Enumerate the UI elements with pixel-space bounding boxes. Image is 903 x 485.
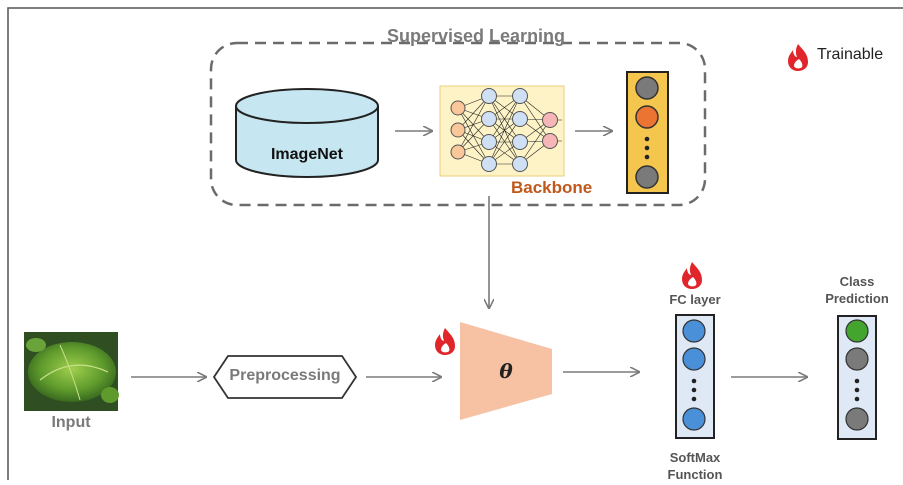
input-leaf-image xyxy=(24,332,119,411)
softmax-label-line1: SoftMax xyxy=(669,450,721,465)
outer-frame xyxy=(7,7,903,480)
softmax-label-line2: Function xyxy=(667,467,723,482)
theta-label: θ xyxy=(499,359,513,383)
backbone-network-icon xyxy=(439,85,565,177)
class-prediction-label-line2: Prediction xyxy=(825,291,889,306)
supervised-learning-box xyxy=(209,41,707,207)
fc-flame-icon xyxy=(682,262,702,289)
class-prediction-column xyxy=(837,315,877,440)
preprocessing-label: Preprocessing xyxy=(229,367,341,384)
class-prediction-label-line1: Class xyxy=(839,274,875,289)
fc-layer-label: FC layer xyxy=(669,292,721,307)
supervised-learning-title: Supervised Learning xyxy=(387,26,566,46)
imagenet-database-icon xyxy=(235,88,379,178)
imagenet-label: ImageNet xyxy=(270,146,344,163)
imagenet-output-column xyxy=(626,71,669,194)
backbone-label: Backbone xyxy=(511,178,593,197)
legend-trainable-label: Trainable xyxy=(817,46,884,63)
theta-encoder-shape xyxy=(460,322,552,420)
fc-layer-column xyxy=(675,314,715,439)
preprocessing-box xyxy=(212,355,358,399)
flame-icon xyxy=(788,44,808,71)
theta-flame-icon xyxy=(435,328,455,355)
input-label: Input xyxy=(51,414,91,431)
